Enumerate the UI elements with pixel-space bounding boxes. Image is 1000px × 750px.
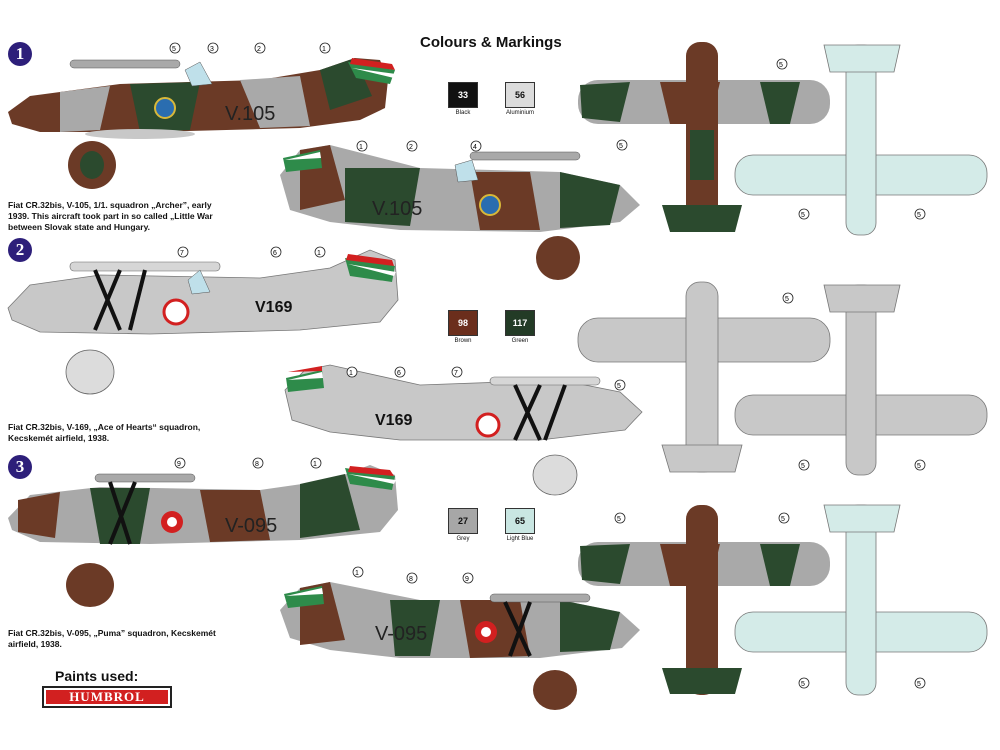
svg-text:5: 5 bbox=[172, 46, 176, 53]
paint-swatch-black: 33 Black bbox=[448, 82, 493, 116]
aircraft-top-view-3 bbox=[578, 505, 830, 695]
serial-v169-right: V169 bbox=[375, 412, 412, 429]
callouts-scheme-1: 5 3 2 1 1 2 4 bbox=[169, 42, 482, 152]
svg-text:5: 5 bbox=[779, 62, 783, 69]
svg-text:1: 1 bbox=[349, 370, 353, 377]
aircraft-bottom-view-2 bbox=[734, 284, 988, 476]
svg-text:2: 2 bbox=[409, 144, 413, 151]
serial-v095-right: V-095 bbox=[375, 623, 427, 645]
svg-text:5: 5 bbox=[617, 516, 621, 523]
serial-v095-left: V-095 bbox=[225, 515, 277, 537]
svg-text:6: 6 bbox=[273, 250, 277, 257]
aircraft-profile-1-right: V.105 bbox=[280, 145, 640, 280]
svg-text:5: 5 bbox=[619, 143, 623, 150]
svg-text:5: 5 bbox=[801, 463, 805, 470]
paint-swatch-light-blue: 65 Light Blue bbox=[505, 508, 550, 542]
svg-text:3: 3 bbox=[210, 46, 214, 53]
aircraft-profile-1-left: V.105 bbox=[8, 58, 396, 189]
svg-text:5: 5 bbox=[801, 212, 805, 219]
svg-text:8: 8 bbox=[255, 461, 259, 468]
svg-text:5: 5 bbox=[781, 516, 785, 523]
paint-swatch-green: 117 Green bbox=[505, 310, 550, 344]
scheme-caption-2: Fiat CR.32bis, V-169, „Ace of Hearts“ sq… bbox=[8, 422, 201, 443]
serial-v169-left: V169 bbox=[255, 299, 292, 316]
svg-text:5: 5 bbox=[917, 212, 921, 219]
svg-text:1: 1 bbox=[317, 250, 321, 257]
scheme-caption-1: Fiat CR.32bis, V-105, 1/1. squadron „Arc… bbox=[8, 200, 213, 232]
svg-text:1: 1 bbox=[359, 144, 363, 151]
svg-text:8: 8 bbox=[409, 576, 413, 583]
svg-text:5: 5 bbox=[617, 383, 621, 390]
aircraft-top-view-2 bbox=[577, 281, 831, 473]
aircraft-top-view-1 bbox=[578, 42, 830, 232]
callouts-scheme-2: 7 6 1 1 6 7 bbox=[177, 246, 463, 378]
serial-v105-left: V.105 bbox=[225, 103, 275, 125]
paint-swatch-brown: 98 Brown bbox=[448, 310, 493, 344]
svg-text:9: 9 bbox=[177, 461, 181, 468]
svg-text:1: 1 bbox=[313, 461, 317, 468]
serial-v105-right: V.105 bbox=[372, 198, 422, 220]
callouts-scheme-3: 9 8 1 1 8 9 bbox=[174, 457, 474, 584]
svg-text:1: 1 bbox=[355, 570, 359, 577]
svg-text:5: 5 bbox=[917, 681, 921, 688]
aircraft-bottom-view-1 bbox=[734, 44, 988, 236]
svg-text:5: 5 bbox=[917, 463, 921, 470]
scheme-caption-3: Fiat CR.32bis, V-095, „Puma” squadron, K… bbox=[8, 628, 216, 649]
page-title: Colours & Markings bbox=[420, 34, 562, 51]
svg-text:9: 9 bbox=[465, 576, 469, 583]
scheme-badge-2: 2 bbox=[8, 238, 32, 262]
svg-text:4: 4 bbox=[473, 144, 477, 151]
svg-text:1: 1 bbox=[322, 46, 326, 53]
svg-text:5: 5 bbox=[785, 296, 789, 303]
aircraft-profile-2-left: V169 bbox=[7, 249, 399, 395]
svg-text:5: 5 bbox=[801, 681, 805, 688]
svg-text:7: 7 bbox=[454, 370, 458, 377]
svg-text:2: 2 bbox=[257, 46, 261, 53]
scheme-badge-1: 1 bbox=[8, 42, 32, 66]
svg-text:6: 6 bbox=[397, 370, 401, 377]
aircraft-profile-3-right: V-095 bbox=[280, 582, 640, 710]
svg-text:7: 7 bbox=[180, 250, 184, 257]
aircraft-profile-2-right: V169 bbox=[284, 364, 643, 496]
scheme-badge-3: 3 bbox=[8, 455, 32, 479]
paint-swatch-aluminium: 56 Aluminium bbox=[505, 82, 550, 116]
aircraft-bottom-view-3 bbox=[734, 504, 988, 696]
callouts-plan-views: 5 5 5 5 5 5 5 5 5 5 5 5 bbox=[614, 58, 926, 689]
aircraft-profile-3-left: V-095 bbox=[8, 465, 398, 607]
humbrol-logo: HUMBROL bbox=[42, 686, 172, 708]
paints-used-label: Paints used: bbox=[55, 668, 139, 684]
paint-swatch-grey: 27 Grey bbox=[448, 508, 493, 542]
